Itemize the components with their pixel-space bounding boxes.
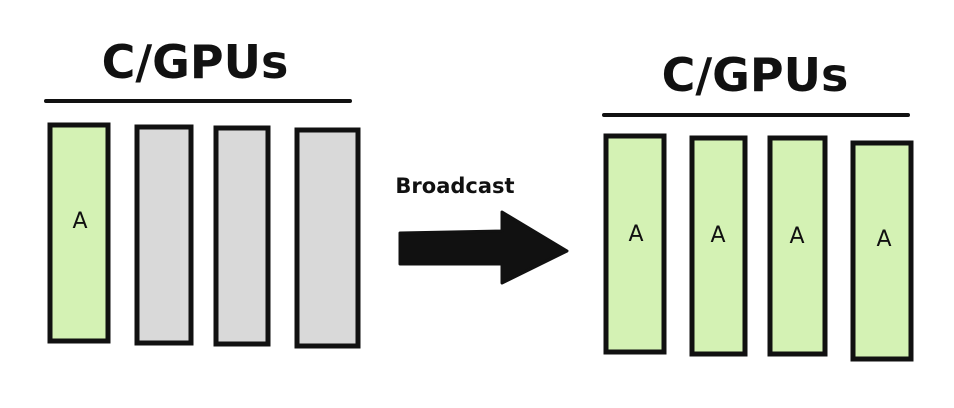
after-device-1-label: A — [628, 222, 643, 247]
after-device-4: A — [850, 140, 914, 362]
right-arrow-icon — [398, 210, 569, 285]
before-device-3 — [213, 125, 271, 347]
before-device-4 — [294, 127, 361, 349]
before-device-4-body — [294, 127, 361, 349]
after-device-2-body — [689, 135, 748, 357]
after-device-1: A — [603, 133, 667, 355]
after-device-2-label: A — [710, 223, 725, 248]
after-group: C/GPUs A A A A — [602, 48, 914, 362]
before-device-1: A — [47, 122, 111, 344]
after-title: C/GPUs — [662, 48, 849, 102]
before-device-1-body — [47, 122, 111, 344]
after-device-2: A — [689, 135, 748, 357]
after-device-4-label: A — [876, 227, 891, 252]
after-device-4-body — [850, 140, 914, 362]
after-device-3-label: A — [789, 224, 804, 249]
before-device-2 — [134, 124, 194, 346]
after-device-3-body — [767, 135, 828, 357]
before-device-1-label: A — [72, 209, 87, 234]
after-device-1-body — [603, 133, 667, 355]
after-device-3: A — [767, 135, 828, 357]
before-device-3-body — [213, 125, 271, 347]
broadcast-operation: Broadcast — [395, 174, 569, 285]
operation-label: Broadcast — [395, 174, 514, 198]
before-group: C/GPUs A — [44, 35, 361, 349]
before-device-2-body — [134, 124, 194, 346]
before-title: C/GPUs — [102, 35, 289, 89]
